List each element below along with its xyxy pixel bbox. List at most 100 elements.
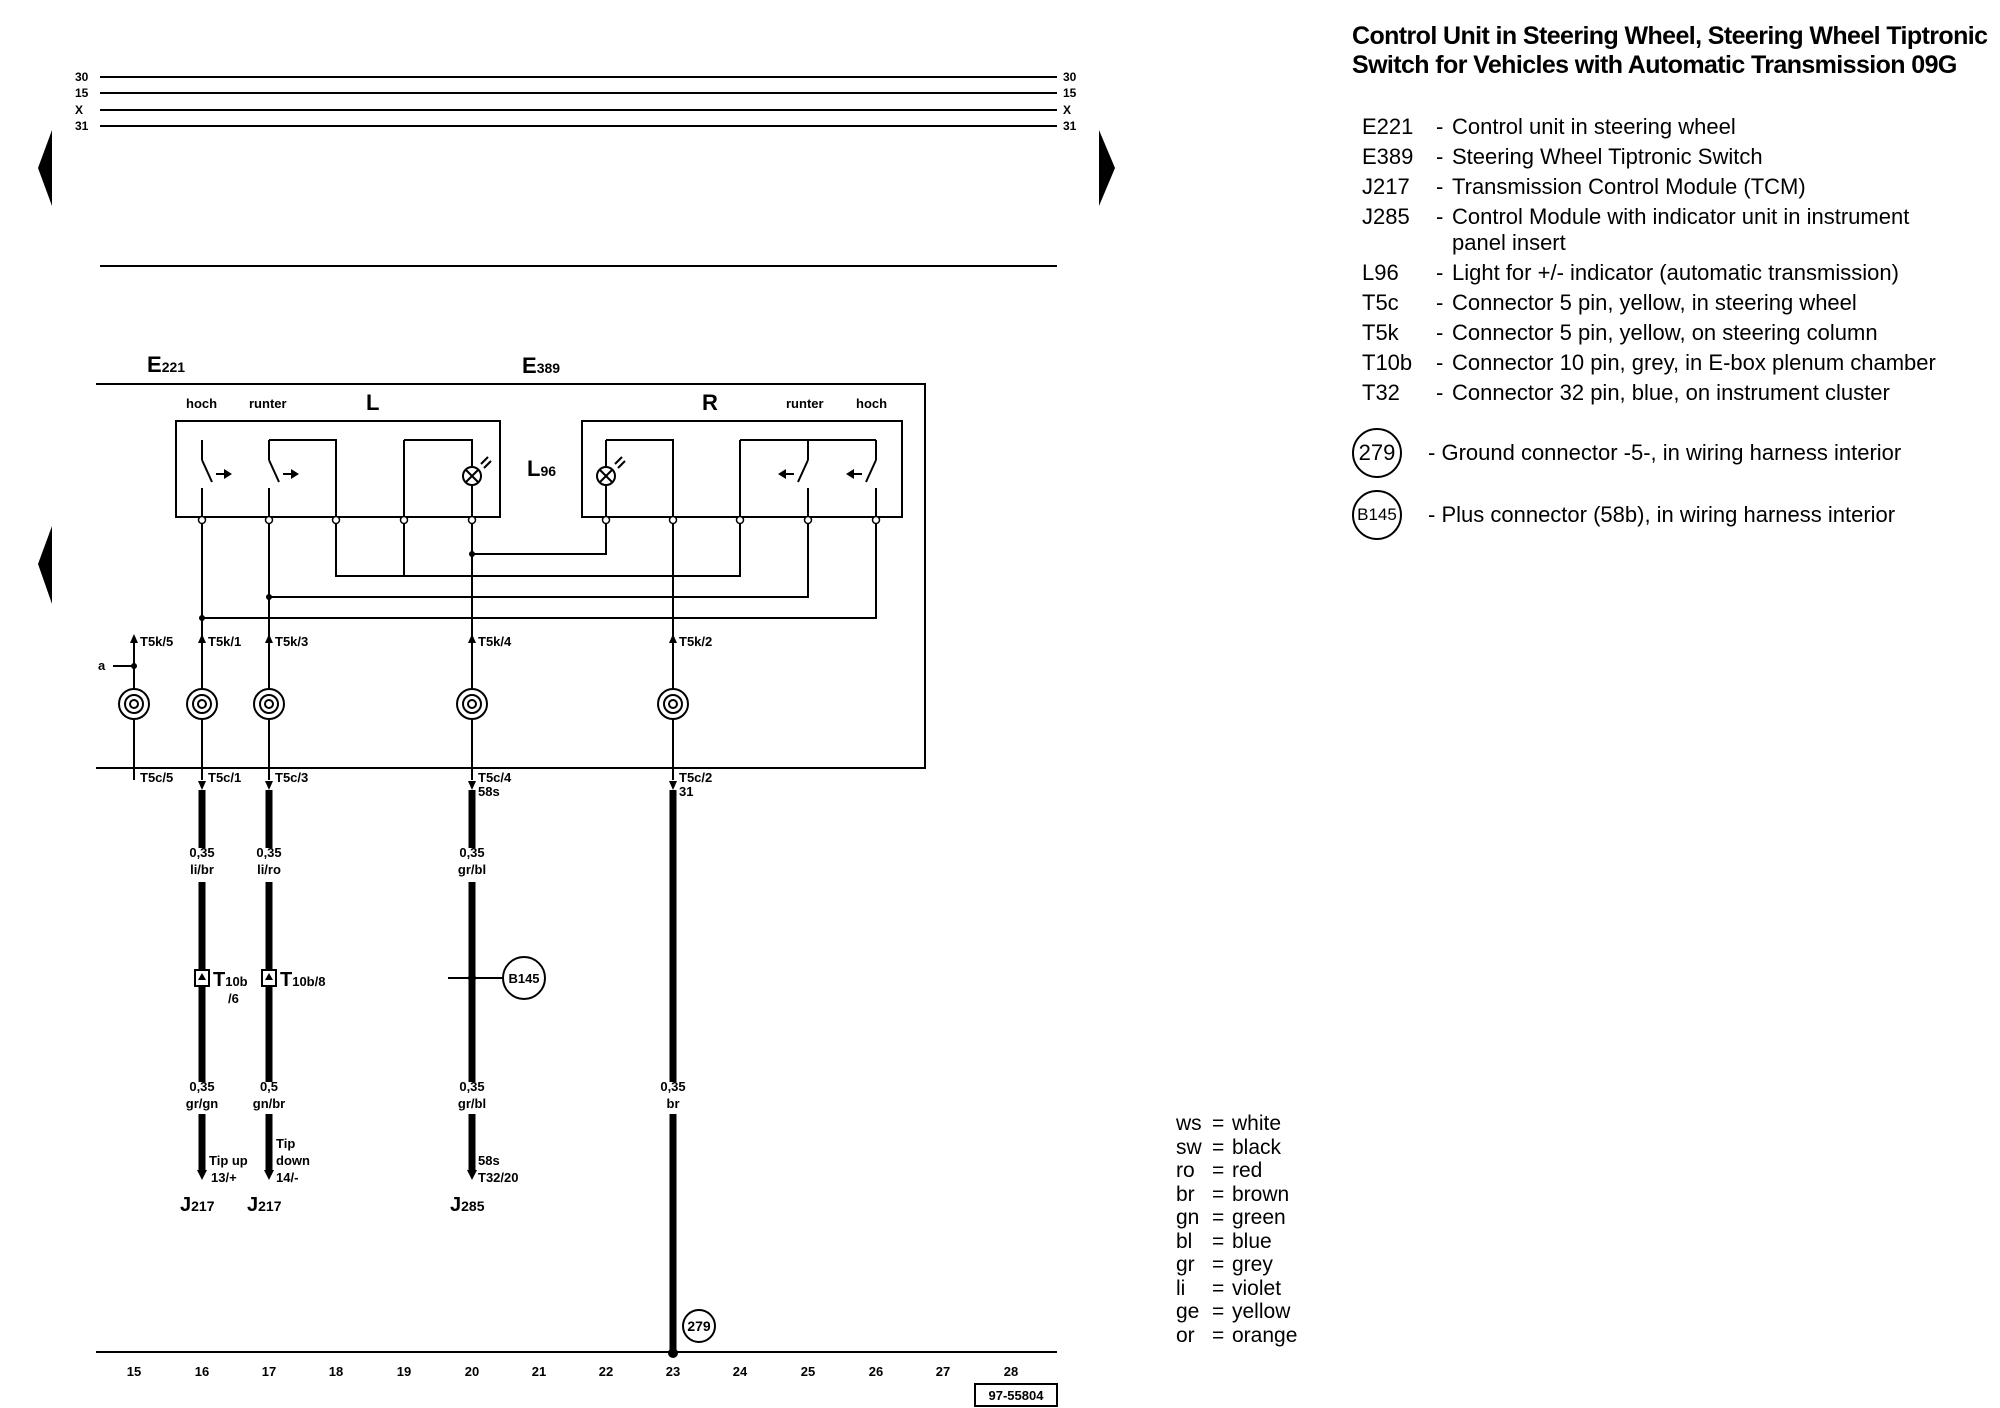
rail-label-15-right: 15 <box>1063 86 1077 100</box>
block-pins <box>197 515 881 525</box>
legend-code: E389 <box>1362 144 1414 169</box>
color-eq: = <box>1212 1206 1225 1229</box>
lamp-l-icon <box>462 456 492 486</box>
t10b-6-pin-label: /6 <box>228 991 239 1006</box>
legend-dash: - <box>1436 174 1444 199</box>
wire-labels-upper: 0,35 li/br 0,35 li/ro 0,35 gr/bl <box>189 845 486 877</box>
legend-desc: Control unit in steering wheel <box>1452 114 1736 139</box>
clockspring-coil-icon <box>186 688 218 720</box>
figure-number: 97-55804 <box>989 1388 1045 1403</box>
legend-code: T32 <box>1362 380 1400 405</box>
rail-label-30-left: 30 <box>75 70 89 84</box>
legend-item: L96 -Light for +/- indicator (automatic t… <box>1352 260 1992 286</box>
legend-desc: Control Module with indicator unit in in… <box>1452 204 1910 255</box>
legend-code: L96 <box>1362 260 1399 285</box>
color-code-row: gr=grey <box>1176 1253 1297 1277</box>
legend-dash: - <box>1436 260 1444 285</box>
column-number: 25 <box>801 1364 815 1379</box>
color-eq: = <box>1212 1182 1225 1206</box>
color-name: violet <box>1232 1276 1282 1300</box>
rail-label-31-right: 31 <box>1063 119 1077 133</box>
color-eq: = <box>1212 1112 1225 1135</box>
figure-number-box <box>974 1383 1058 1407</box>
color-name: red <box>1232 1159 1263 1182</box>
color-abbr: li <box>1176 1276 1186 1300</box>
color-name: grey <box>1232 1253 1273 1276</box>
rail-label-15-left: 15 <box>75 86 89 100</box>
color-abbr: ge <box>1176 1300 1200 1323</box>
color-name: black <box>1232 1135 1282 1159</box>
cross-wiring <box>201 524 877 640</box>
legend-code: T10b <box>1362 350 1413 375</box>
clockspring-coil-icon <box>118 688 150 720</box>
runter-switch-l-actuator-icon <box>291 469 299 479</box>
color-code-row: ws=white <box>1176 1112 1297 1136</box>
t5k-arrows <box>130 634 677 643</box>
color-eq: = <box>1212 1253 1225 1276</box>
wire-color-label: gr/bl <box>458 1096 486 1111</box>
prev-page-arrow-icon[interactable] <box>38 130 52 206</box>
color-eq: = <box>1212 1323 1225 1347</box>
legend-item: T5k-Connector 5 pin, yellow, on steering… <box>1352 320 1992 346</box>
legend-item: J285-Control Module with indicator unit … <box>1352 204 1992 256</box>
legend-desc: Steering Wheel Tiptronic Switch <box>1452 144 1763 169</box>
t5c-1-label: T5c/1 <box>208 770 241 785</box>
rail-label-31-left: 31 <box>75 119 89 133</box>
clockspring-coil-icon <box>657 688 689 720</box>
wire-labels-lower: 0,35 gr/gn 0,5 gn/br 0,35 gr/bl 0,35 br <box>186 1079 686 1111</box>
tip-down-label-1: Tip <box>276 1136 295 1151</box>
wire-size-label: 0,35 <box>459 845 484 860</box>
column-number: 28 <box>1004 1364 1018 1379</box>
component-list: E221-Control unit in steering wheel E389… <box>1352 114 1992 406</box>
color-abbr: ro <box>1176 1159 1195 1182</box>
lamp-r-icon <box>596 456 626 486</box>
tip-down-pin-label: 14/- <box>276 1170 298 1185</box>
color-eq: = <box>1212 1135 1225 1159</box>
t5k-2-label: T5k/2 <box>679 634 712 649</box>
legend-dash: - <box>1436 290 1444 315</box>
next-page-arrow-icon[interactable] <box>1099 130 1115 206</box>
t5k-5-label: T5k/5 <box>140 634 173 649</box>
column-number: 16 <box>195 1364 209 1379</box>
l96-label: L96 <box>527 456 556 481</box>
legend-item: T10b-Connector 10 pin, grey, in E-box pl… <box>1352 350 1992 376</box>
r-block-wiring <box>605 439 877 517</box>
e221-housing <box>96 383 926 769</box>
hoch-switch-l-actuator-icon <box>224 469 232 479</box>
legend-dash: - <box>1428 502 1442 527</box>
l-runter-label: runter <box>249 396 287 411</box>
t5k-3-label: T5k/3 <box>275 634 308 649</box>
bottom-arrows <box>197 1170 477 1180</box>
t5c-4-label: T5c/4 <box>478 770 512 785</box>
t32-pin-label: T32/20 <box>478 1170 518 1185</box>
color-abbr: sw <box>1176 1135 1202 1159</box>
rail-labels: 30 15 X 31 30 15 X 31 <box>75 70 1077 133</box>
legend-code: T5c <box>1362 290 1399 315</box>
color-code-row: or=orange <box>1176 1324 1297 1348</box>
color-eq: = <box>1212 1300 1225 1323</box>
wire-color-label: li/ro <box>257 862 281 877</box>
color-code-row: gn=green <box>1176 1206 1297 1230</box>
column-number: 18 <box>329 1364 343 1379</box>
ground-legend-item: 279 - Ground connector -5-, in wiring ha… <box>1352 428 1992 478</box>
a-junction <box>131 663 137 669</box>
j285-label: J285 <box>450 1194 485 1216</box>
legend-desc: Light for +/- indicator (automatic trans… <box>1452 260 1899 285</box>
ground-rail-junction <box>668 1348 678 1358</box>
color-name: blue <box>1232 1229 1272 1253</box>
legend-item: T5c-Connector 5 pin, yellow, in steering… <box>1352 290 1992 316</box>
legend-dash: - <box>1436 204 1444 229</box>
e221-label: E221 <box>147 352 185 377</box>
plus-b145-icon: B145 <box>1352 490 1402 540</box>
t5k-labels: T5k/5 T5k/1 T5k/3 T5k/4 T5k/2 <box>140 634 712 649</box>
legend-dash: - <box>1436 114 1444 139</box>
color-code-list: ws=white sw=black ro=red br=brown gn=gre… <box>1176 1112 1297 1347</box>
prev-page-arrow-icon-lower[interactable] <box>38 526 52 604</box>
a-label: a <box>98 658 106 673</box>
legend-dash: - <box>1436 350 1444 375</box>
tip-down-label-2: down <box>276 1153 310 1168</box>
t5k-4-label: T5k/4 <box>478 634 512 649</box>
legend-item: T32-Connector 32 pin, blue, on instrumen… <box>1352 380 1992 406</box>
runter-switch-r-actuator-icon <box>778 469 786 479</box>
wire-color-label: gn/br <box>253 1096 286 1111</box>
